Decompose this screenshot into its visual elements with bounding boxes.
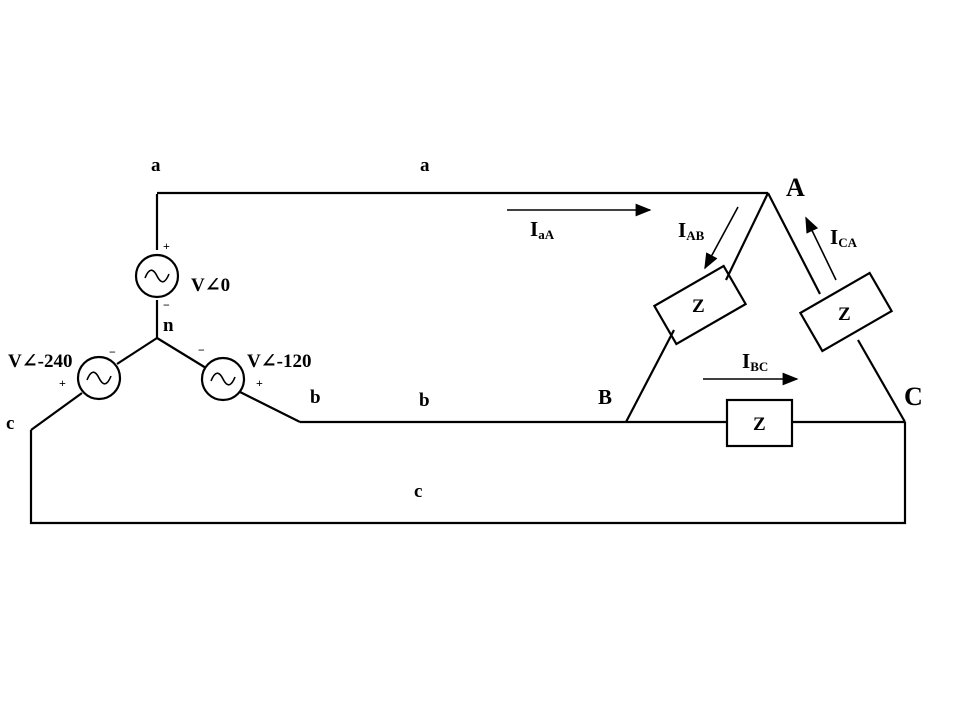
label-node-c-bottom: c — [414, 481, 422, 502]
label-node-a-left: a — [151, 155, 161, 176]
wire-line-a — [155, 191, 768, 250]
label-node-B: B — [598, 385, 612, 409]
label-source-c-minus: − — [109, 345, 116, 359]
label-load-ca: Z — [838, 304, 851, 325]
wire-b-source-out — [239, 391, 301, 423]
label-source-a-value: V∠0 — [191, 275, 230, 296]
wire-A-to-zab — [725, 192, 769, 281]
label-node-c-left: c — [6, 413, 14, 434]
wire-zca-to-C — [857, 339, 906, 423]
source-c — [76, 355, 122, 401]
load-ab — [652, 264, 748, 346]
source-b — [200, 356, 246, 402]
label-node-A: A — [786, 173, 805, 202]
arrow-ica — [805, 216, 837, 281]
label-source-a-plus: + — [163, 239, 170, 253]
load-ca — [798, 271, 894, 353]
wire-n-to-b-source — [156, 337, 207, 369]
label-node-n: n — [163, 315, 174, 336]
label-source-c-plus: + — [59, 376, 66, 390]
label-current-ica: ICA — [830, 225, 858, 250]
label-node-C: C — [904, 382, 923, 411]
label-source-b-value: V∠-120 — [247, 351, 311, 372]
arrow-iab — [704, 206, 739, 270]
source-a — [134, 253, 180, 299]
label-source-b-minus: − — [198, 343, 205, 357]
label-current-iab: IAB — [678, 218, 705, 243]
wire-zab-to-B — [625, 329, 675, 423]
wire-n-to-c-source — [116, 337, 158, 365]
load-bc — [725, 398, 794, 448]
label-node-a-top: a — [420, 155, 430, 176]
label-source-a-minus: − — [163, 298, 170, 312]
label-source-c-value: V∠-240 — [8, 351, 72, 372]
label-current-ibc: IBC — [742, 349, 768, 374]
label-node-b-left: b — [310, 387, 321, 408]
label-current-iaA: IaA — [530, 217, 555, 242]
wire-c-source-out — [30, 392, 83, 431]
label-load-bc: Z — [753, 414, 766, 435]
wire-line-c — [29, 422, 907, 525]
wire-A-to-zca — [767, 192, 821, 295]
label-load-ab: Z — [692, 296, 705, 317]
label-node-b-mid: b — [419, 390, 430, 411]
label-source-b-plus: + — [256, 376, 263, 390]
